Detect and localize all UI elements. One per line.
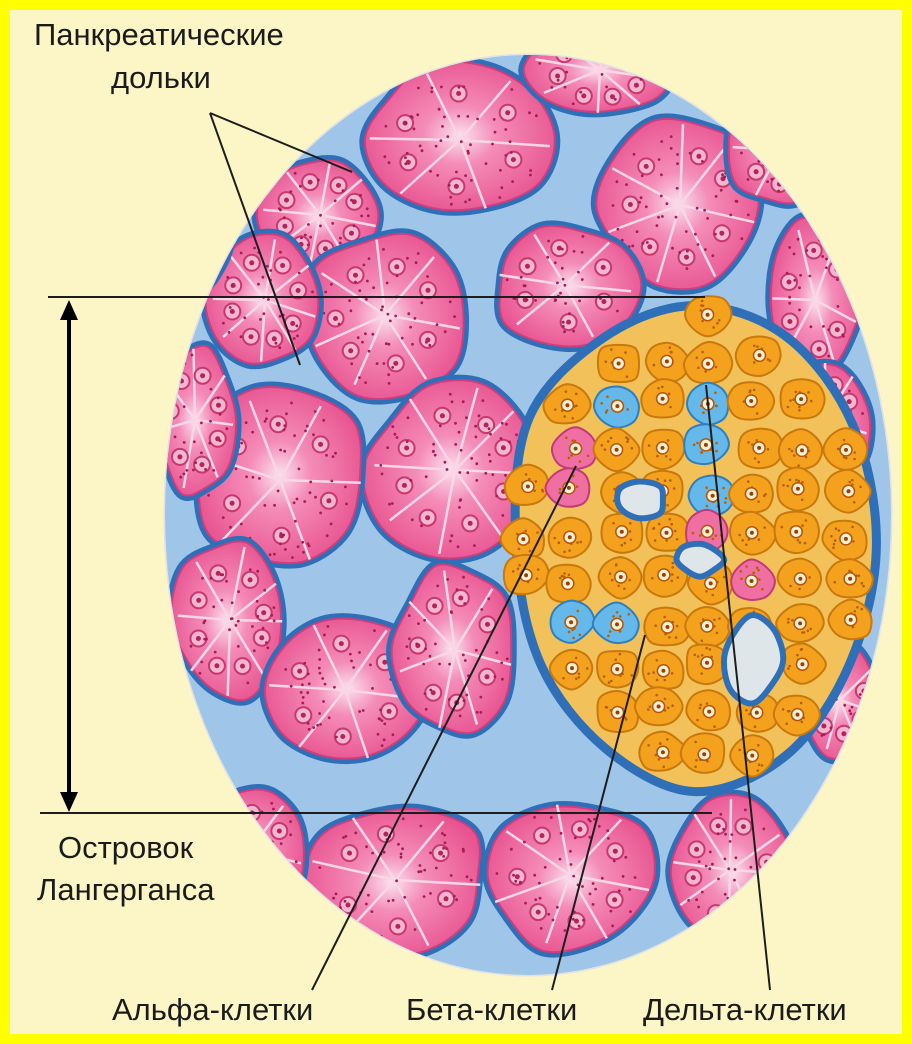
islet-cell (598, 345, 639, 382)
islet-size-arrow (60, 300, 78, 812)
label-islet-line1: Островок (58, 830, 193, 866)
islet-cell (736, 337, 781, 377)
label-beta-cells: Бета-клетки (406, 992, 577, 1028)
label-pancreatic-lobules-line2: дольки (111, 60, 211, 96)
islet-cell (549, 518, 592, 558)
islet-cell (728, 382, 775, 419)
capillary-lumen (617, 481, 663, 518)
islet-cell (775, 512, 819, 554)
acinus-lobule (671, 795, 796, 948)
label-islet-line2: Лангерганса (37, 872, 215, 908)
label-alpha-cells: Альфа-клетки (112, 992, 313, 1028)
islet-cell (643, 651, 684, 689)
islet-cell (739, 429, 784, 469)
islet-cell (644, 608, 691, 646)
islet-cell (597, 691, 638, 732)
islet-cell (635, 687, 683, 725)
label-delta-cells: Дельта-клетки (643, 992, 847, 1028)
islet-cell (781, 379, 825, 418)
acinus-lobule (307, 234, 464, 399)
label-pancreatic-lobules-line1: Панкреатические (34, 17, 284, 53)
acinus-lobule (729, 96, 829, 203)
islet-cell (778, 559, 822, 598)
islet-cell (546, 565, 590, 603)
acinus-lobule (524, 28, 673, 113)
islet-cell (681, 733, 724, 773)
tissue-section (152, 28, 891, 975)
acinus-lobule (205, 234, 318, 364)
